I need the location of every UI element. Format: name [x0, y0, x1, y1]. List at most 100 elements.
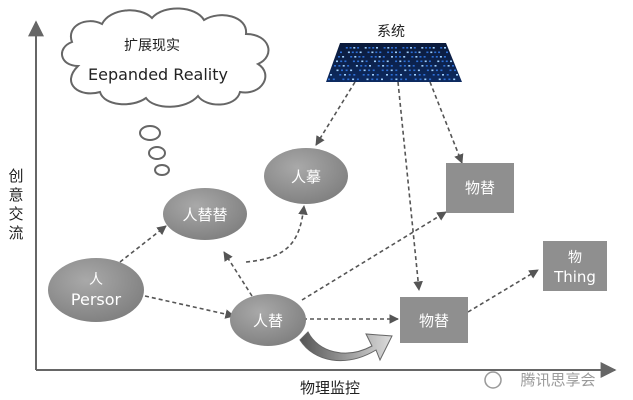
system-grid-dot	[386, 74, 388, 76]
system-grid-dot	[351, 51, 354, 54]
system-grid-dot	[408, 69, 411, 72]
system-grid-dot	[403, 65, 406, 67]
node-person-shape	[48, 258, 144, 322]
node-person: 人 Persor	[48, 258, 144, 322]
node-human-interact: 人摹	[264, 148, 348, 204]
system-grid-dot	[415, 56, 418, 58]
node-thing: 物 Thing	[543, 241, 607, 291]
system-grid-dot	[328, 78, 330, 81]
cloud-bubble-2	[148, 146, 166, 160]
system-grid-dot	[406, 51, 409, 54]
system-grid-dot	[437, 60, 440, 63]
system-grid-dot	[342, 65, 345, 67]
system-grid-dot	[378, 56, 381, 58]
node-thing-shape	[543, 241, 607, 291]
system-grid-dot	[375, 51, 378, 54]
node-person-line2: Persor	[71, 290, 122, 309]
arrows	[119, 81, 539, 324]
arrow-human-twin-to-human-twin2	[223, 251, 253, 297]
system-grid-dot	[336, 60, 338, 63]
system-grid-dot	[371, 51, 374, 54]
system-grid-dot	[418, 74, 421, 76]
system-grid-dot	[410, 51, 413, 54]
system-grid-dot	[395, 69, 398, 72]
system-grid-dot	[374, 60, 376, 63]
system-grid-dot	[372, 74, 374, 76]
system-grid-dot	[435, 56, 438, 58]
node-human-twin: 人替	[230, 294, 306, 346]
system-grid-dot	[442, 74, 444, 76]
system-grid-dot	[363, 69, 366, 72]
system-grid-dot	[452, 65, 454, 67]
system-grid-dot	[449, 69, 452, 72]
system-grid-dot	[347, 78, 350, 81]
node-object-twin2-shape	[446, 163, 514, 213]
system-grid-dot	[424, 60, 427, 63]
system-grid-dot	[438, 78, 441, 81]
system-panel: 系统	[326, 24, 462, 82]
system-grid-dot	[345, 47, 348, 49]
node-human-twin2: 人替替	[163, 188, 247, 240]
system-grid-dot	[434, 51, 437, 54]
system-grid-dot	[355, 51, 358, 54]
system-grid-dot	[428, 47, 431, 49]
node-object-twin-shape	[400, 297, 468, 343]
system-grid-dot	[395, 56, 397, 58]
system-grid-dot	[358, 56, 361, 58]
system-grid-dot	[399, 56, 402, 58]
arrow-system-to-object-twin	[397, 81, 423, 291]
system-grid-dot	[374, 56, 377, 58]
system-grid-dot	[404, 69, 407, 72]
system-grid-dot	[454, 69, 456, 72]
system-grid-dot	[340, 60, 343, 63]
y-axis-label-char-4: 流	[8, 224, 23, 242]
system-grid-dot	[425, 47, 428, 49]
system-grid-dot	[438, 51, 441, 54]
system-grid-dot	[352, 60, 355, 63]
system-grid-dot	[368, 69, 371, 72]
node-human-twin2-shape	[163, 188, 247, 240]
wechat-icon	[484, 371, 502, 389]
system-grid-dot	[429, 78, 432, 81]
arrow-object-twin-to-thing	[467, 269, 539, 313]
system-grid-dot	[364, 65, 367, 67]
system-grid-dot	[413, 47, 416, 49]
system-grid-dot	[386, 60, 389, 63]
system-grid-dot	[440, 47, 443, 49]
system-grid-dot	[398, 51, 401, 54]
system-grid-dot	[391, 47, 394, 49]
system-grid-dot	[357, 60, 360, 63]
y-axis-label-char-2: 意	[8, 186, 23, 204]
node-human-twin2-label: 人替替	[182, 206, 227, 224]
system-grid-dot	[428, 60, 431, 63]
system-grid-dot	[432, 74, 435, 76]
system-grid-dot	[362, 56, 365, 58]
system-grid-dot	[403, 56, 406, 58]
system-grid-dot	[431, 69, 434, 72]
transform-arrow-shape	[299, 331, 393, 362]
system-grid-dot	[391, 56, 393, 58]
system-grid-dot	[390, 69, 393, 72]
system-grid-dot	[430, 65, 433, 67]
system-grid-dot	[408, 65, 411, 67]
system-grid-dot	[330, 74, 332, 76]
system-grid-dot	[446, 51, 448, 54]
system-grid-dot	[341, 69, 343, 72]
system-grid-dot	[443, 56, 446, 58]
system-grid-dot	[453, 78, 456, 81]
system-grid-dot	[394, 47, 397, 49]
system-grid-dot	[421, 65, 424, 67]
system-grid-dot	[400, 74, 402, 76]
system-grid-dot	[372, 47, 375, 49]
system-grid-dot	[444, 47, 446, 49]
system-grid-dot	[354, 56, 357, 58]
system-grid-dot	[365, 60, 368, 63]
y-axis-label-char-1: 创	[8, 167, 23, 185]
cloud-subtitle: Eepanded Reality	[88, 65, 228, 84]
node-human-twin-label: 人替	[253, 312, 283, 330]
system-grid-dot	[395, 78, 398, 81]
system-label: 系统	[377, 24, 405, 40]
node-thing-line1: 物	[568, 250, 582, 266]
system-grid-dot	[344, 60, 347, 63]
system-grid-dot	[357, 47, 360, 49]
